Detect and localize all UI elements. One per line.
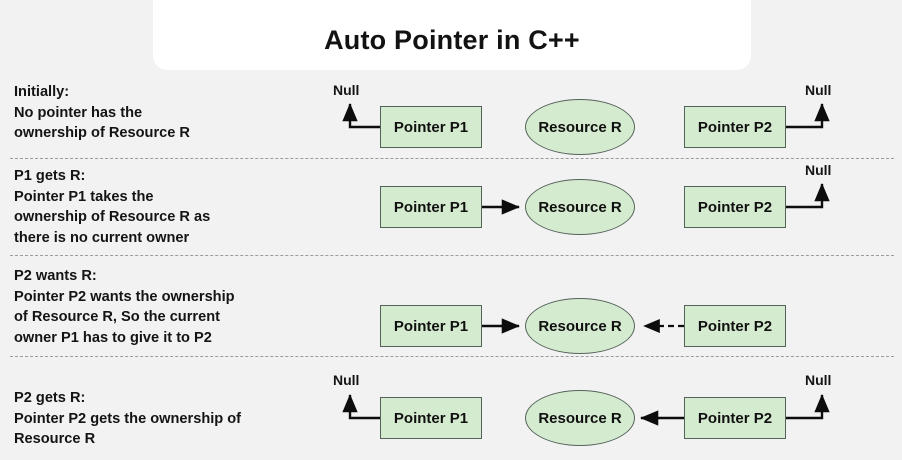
- row-p2-gets-r-p1-null-label: Null: [333, 372, 360, 388]
- row-p2-wants-r-pointer-p1-box[interactable]: Pointer P1: [380, 305, 482, 347]
- row-p1-gets-r-body-line-2: ownership of Resource R as: [14, 209, 211, 225]
- row-initially-p1-null-arrow: [342, 103, 380, 129]
- title-card: Auto Pointer in C++: [153, 0, 751, 70]
- row-initially-resource-r-ellipse[interactable]: Resource R: [525, 99, 635, 155]
- row-p1-gets-r-heading: P1 gets R:: [14, 168, 86, 184]
- row-p2-gets-r-pointer-p2-box[interactable]: Pointer P2: [684, 397, 786, 439]
- row-separator-3: [10, 356, 894, 357]
- row-initially-p2-null-label: Null: [805, 82, 832, 98]
- row-p2-gets-r-body-line-2: Resource R: [14, 431, 96, 447]
- row-separator-2: [10, 255, 894, 256]
- row-p2-wants-r-heading: P2 wants R:: [14, 268, 97, 284]
- row-p2-gets-r-p1-null-arrow: [342, 394, 380, 420]
- page-title: Auto Pointer in C++: [324, 25, 580, 55]
- row-p1-gets-r-p2-null-arrow: [786, 183, 830, 209]
- row-p1-gets-r-pointer-p2-box[interactable]: Pointer P2: [684, 186, 786, 228]
- row-p2-gets-r-resource-r-ellipse[interactable]: Resource R: [525, 390, 635, 446]
- row-initially-p2-null-arrow: [786, 103, 830, 129]
- row-p2-wants-r-body-line-3: owner P1 has to give it to P2: [14, 329, 212, 346]
- row-p1-gets-r-body-line-1: Pointer P1 takes the: [14, 188, 154, 205]
- row-initially-heading: Initially:: [14, 84, 70, 100]
- row-initially-body-line-2: ownership of Resource R: [14, 125, 190, 141]
- row-p2-wants-r-body-line-2: of Resource R, So the current: [14, 309, 220, 325]
- row-p2-wants-r-description: P2 wants R: Pointer P2 wants the ownersh…: [14, 266, 334, 348]
- row-p1-gets-r-resource-r-ellipse[interactable]: Resource R: [525, 179, 635, 235]
- row-p1-gets-r-p2-null-label: Null: [805, 162, 832, 178]
- row-p2-gets-r-p2-null-arrow: [786, 394, 830, 420]
- row-p1-gets-r-pointer-p1-box[interactable]: Pointer P1: [380, 186, 482, 228]
- row-initially-p1-null-label: Null: [333, 82, 360, 98]
- row-initially-pointer-p2-box[interactable]: Pointer P2: [684, 106, 786, 148]
- row-p2-wants-r-body-line-1: Pointer P2 wants the ownership: [14, 288, 235, 305]
- row-initially-pointer-p1-box[interactable]: Pointer P1: [380, 106, 482, 148]
- row-p2-gets-r-p2-null-label: Null: [805, 372, 832, 388]
- row-p2-gets-r-body-line-1: Pointer P2 gets the ownership of: [14, 410, 242, 427]
- row-p2-gets-r-pointer-p1-box[interactable]: Pointer P1: [380, 397, 482, 439]
- row-p2-wants-r-resource-r-ellipse[interactable]: Resource R: [525, 298, 635, 354]
- row-p2-gets-r-description: P2 gets R: Pointer P2 gets the ownership…: [14, 388, 334, 450]
- row-separator-1: [10, 158, 894, 159]
- row-initially-body-line-1: No pointer has the: [14, 104, 143, 121]
- row-initially-description: Initially: No pointer has the ownership …: [14, 82, 334, 144]
- row-p2-wants-r-pointer-p2-box[interactable]: Pointer P2: [684, 305, 786, 347]
- row-p1-gets-r-body-line-3: there is no current owner: [14, 229, 190, 246]
- row-p1-gets-r-description: P1 gets R: Pointer P1 takes the ownershi…: [14, 166, 334, 248]
- row-p2-gets-r-heading: P2 gets R:: [14, 390, 86, 406]
